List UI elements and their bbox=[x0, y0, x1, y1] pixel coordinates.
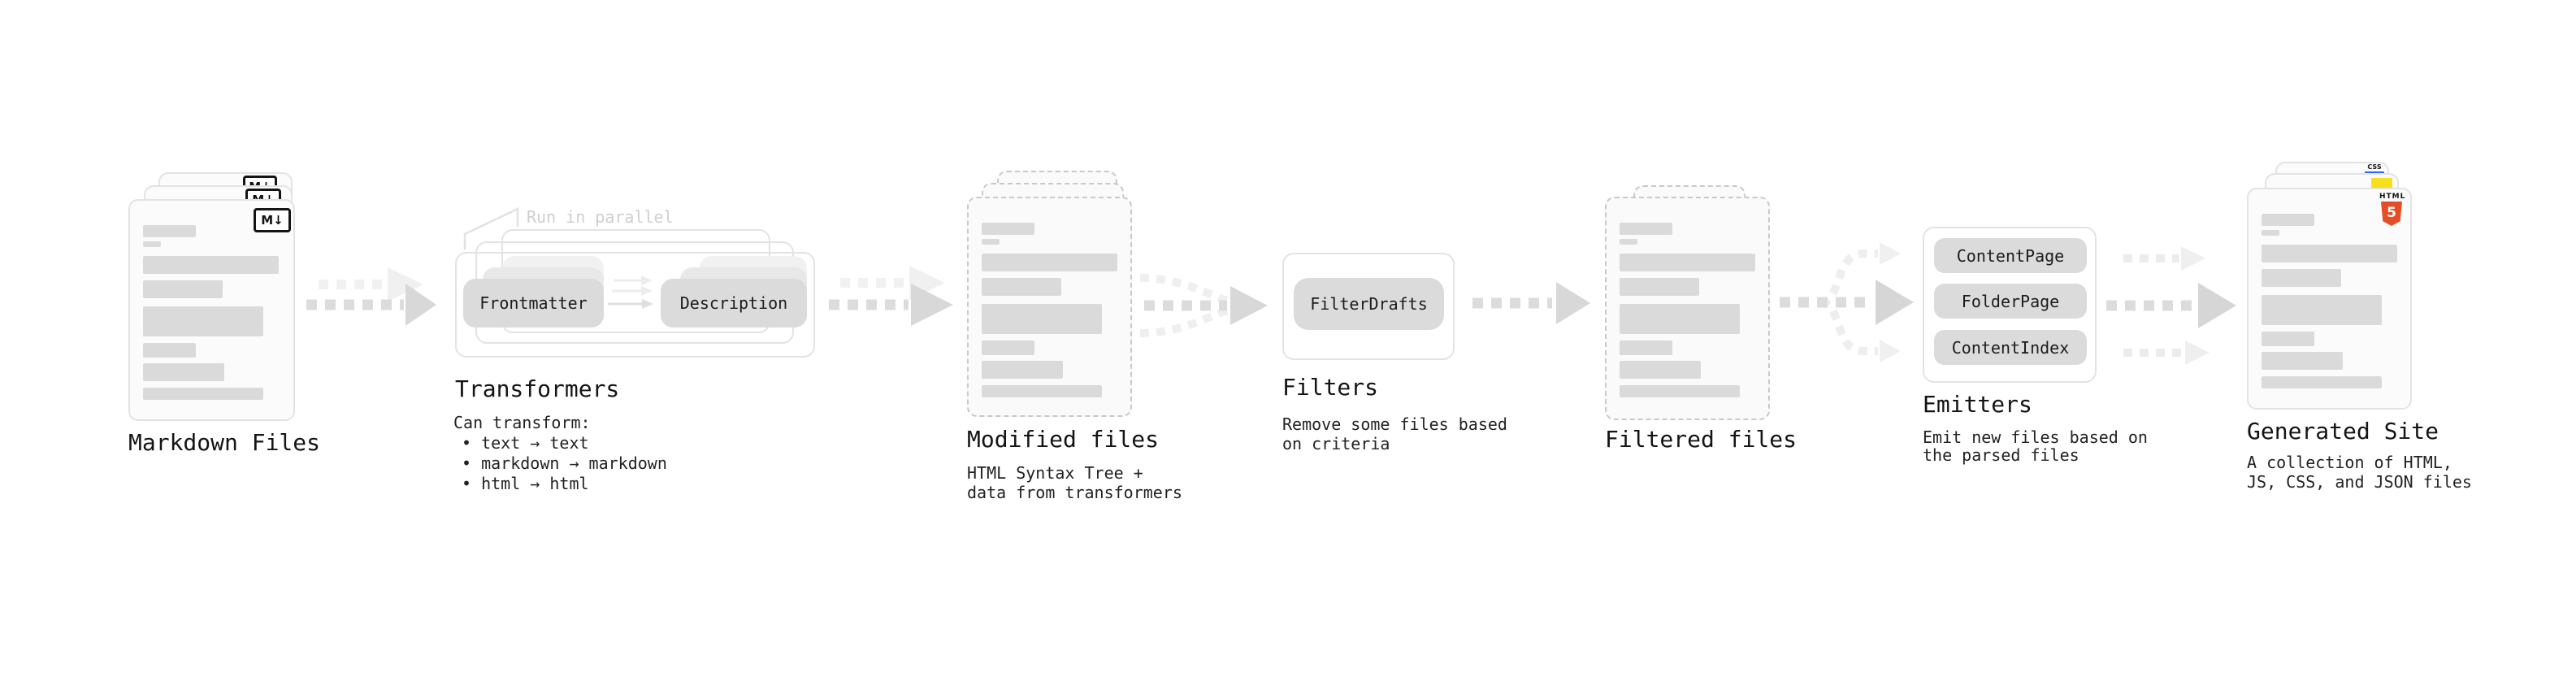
stage-title: Emitters bbox=[1923, 391, 2032, 418]
text-line-bar bbox=[143, 388, 263, 400]
text-line-bar bbox=[982, 223, 1034, 235]
text-line-bar bbox=[1620, 278, 1699, 296]
desc-line: HTML Syntax Tree + bbox=[967, 463, 1143, 483]
flow-arrow-icon bbox=[827, 280, 957, 329]
flow-arrow-icon bbox=[1471, 279, 1593, 327]
desc-line: A collection of HTML, bbox=[2247, 453, 2452, 472]
javascript-icon bbox=[2371, 178, 2392, 189]
css-icon-label: CSS bbox=[2367, 163, 2382, 171]
desc-line: data from transformers bbox=[967, 483, 1182, 502]
text-line-bar bbox=[1620, 223, 1672, 235]
text-line-bar bbox=[982, 254, 1117, 271]
emitter-pill-contentindex: ContentIndex bbox=[1934, 330, 2087, 365]
text-line-bar bbox=[2262, 269, 2341, 287]
mini-arrow-icon bbox=[612, 286, 654, 297]
text-line-bar bbox=[2262, 376, 2382, 388]
text-line-bar bbox=[982, 304, 1102, 334]
parallel-box-front bbox=[455, 252, 815, 358]
desc-line: on criteria bbox=[1282, 434, 1390, 453]
text-line-bar bbox=[143, 241, 161, 247]
text-line-bar bbox=[143, 225, 196, 237]
file-card-front bbox=[1605, 197, 1770, 420]
file-card-front bbox=[128, 199, 295, 421]
flow-arrow-merge-icon bbox=[1136, 268, 1274, 343]
text-line-bar bbox=[143, 363, 224, 381]
flow-arrow-triple-icon bbox=[2105, 236, 2259, 374]
mini-arrow-icon bbox=[614, 275, 654, 286]
text-line-bar bbox=[1620, 254, 1755, 271]
text-line-bar bbox=[143, 306, 263, 336]
text-line-bar bbox=[2262, 352, 2343, 370]
desc-line: Remove some files based bbox=[1282, 414, 1507, 434]
filter-pill-filterdrafts: FilterDrafts bbox=[1294, 278, 1444, 330]
stage-title: Transformers bbox=[455, 375, 620, 402]
file-card-front bbox=[2247, 188, 2412, 410]
desc-line: JS, CSS, and JSON files bbox=[2247, 472, 2472, 492]
mini-arrow-icon bbox=[608, 299, 655, 310]
text-line-bar bbox=[982, 385, 1102, 397]
text-line-bar bbox=[143, 343, 196, 358]
text-line-bar bbox=[2262, 230, 2279, 236]
transformer-pill-description: Description bbox=[661, 279, 807, 327]
stage-label: Modified files bbox=[967, 426, 1160, 453]
stage-label: Generated Site bbox=[2247, 418, 2439, 445]
markdown-icon: M↓ bbox=[254, 208, 291, 232]
stage-label: Markdown Files bbox=[128, 429, 321, 456]
text-line-bar bbox=[1620, 385, 1740, 397]
text-line-bar bbox=[982, 361, 1063, 379]
stage-title: Filters bbox=[1282, 374, 1379, 401]
transformer-pill-frontmatter: Frontmatter bbox=[463, 279, 604, 327]
html5-icon: HTML 5 bbox=[2379, 193, 2406, 226]
text-line-bar bbox=[1620, 340, 1672, 355]
file-card-front bbox=[967, 197, 1132, 417]
html5-icon-label: HTML bbox=[2379, 193, 2406, 201]
flow-arrow-icon bbox=[305, 280, 439, 329]
desc-bullet: • text → text bbox=[462, 433, 589, 453]
text-line-bar bbox=[2262, 295, 2382, 325]
text-line-bar bbox=[982, 340, 1034, 355]
html5-shield: 5 bbox=[2381, 202, 2402, 226]
text-line-bar bbox=[1620, 361, 1701, 379]
stage-label: Filtered files bbox=[1605, 426, 1798, 453]
text-line-bar bbox=[1620, 304, 1740, 334]
text-line-bar bbox=[2262, 332, 2314, 346]
desc-line: Emit new files based on bbox=[1923, 427, 2148, 447]
text-line-bar bbox=[2262, 245, 2397, 262]
text-line-bar bbox=[982, 278, 1061, 296]
desc-line: the parsed files bbox=[1923, 445, 2079, 465]
text-line-bar bbox=[143, 256, 279, 274]
text-line-bar bbox=[2262, 214, 2314, 226]
emitter-pill-folderpage: FolderPage bbox=[1934, 284, 2087, 319]
text-line-bar bbox=[1620, 239, 1637, 245]
desc-bullet: • html → html bbox=[462, 474, 589, 493]
desc-line: Can transform: bbox=[453, 413, 591, 432]
callout-line bbox=[459, 203, 532, 252]
callout-label: Run in parallel bbox=[527, 207, 674, 227]
text-line-bar bbox=[982, 239, 1000, 245]
text-line-bar bbox=[143, 280, 223, 298]
desc-bullet: • markdown → markdown bbox=[462, 453, 667, 473]
flow-arrow-fork-icon bbox=[1776, 233, 1918, 371]
emitter-pill-contentpage: ContentPage bbox=[1934, 238, 2087, 273]
